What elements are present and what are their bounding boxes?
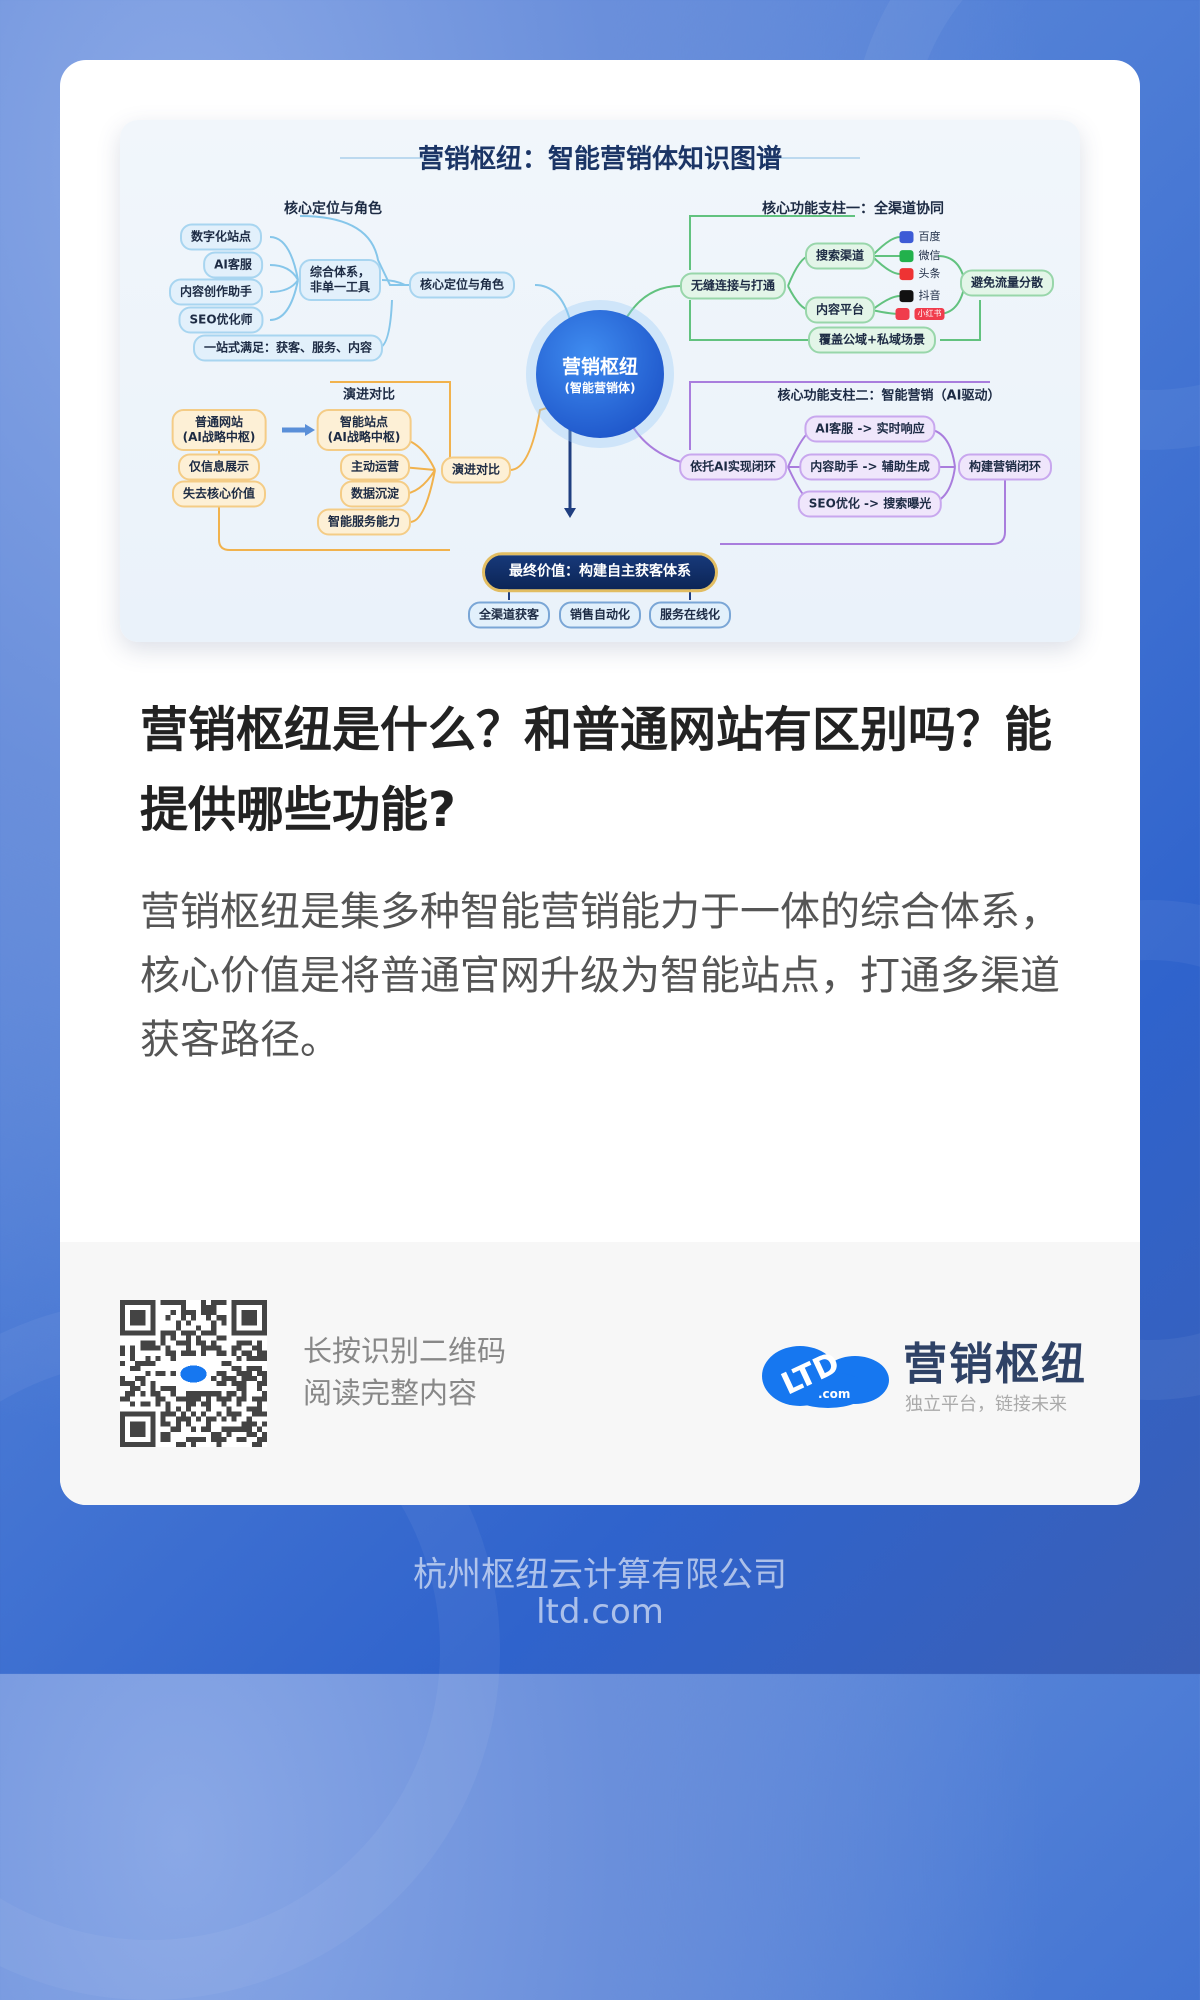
ltd-cloud-logo: LTD .com xyxy=(762,1346,889,1408)
article-title[interactable]: 营销枢纽是什么？和普通网站有区别吗？能提供哪些功能? xyxy=(140,702,1053,838)
search-channel-node: 搜索渠道 xyxy=(804,242,876,270)
qr-hint-line2: 阅读完整内容 xyxy=(303,1376,478,1410)
footer: 长按识别二维码 阅读完整内容 LTD .com 营销枢纽 独立平台，链接未来 xyxy=(60,1242,1140,1505)
xiaohongshu-icon xyxy=(895,308,910,320)
platform-label: 头条 xyxy=(918,267,941,281)
platform-label: 小红书 xyxy=(914,308,945,320)
qr-hint: 长按识别二维码 阅读完整内容 xyxy=(303,1330,506,1414)
one-stop-node: 一站式满足：获客、服务、内容 xyxy=(192,334,384,362)
positioning-heading: 核心定位与角色 xyxy=(284,201,382,217)
pillar2-node: 依托AI实现闭环 xyxy=(679,453,787,481)
brand-name: 营销枢纽 xyxy=(903,1339,1087,1390)
qr-hint-line1: 长按识别二维码 xyxy=(303,1334,507,1368)
company-domain[interactable]: ltd.com xyxy=(536,1592,664,1632)
company-name: 杭州枢纽云计算有限公司 xyxy=(413,1555,787,1595)
article-card[interactable]: 营销枢纽：智能营销体知识图谱 营销枢纽 (智能营销体) 核心定位与角色 数字化站… xyxy=(60,60,1140,1505)
pillar1-heading: 核心功能支柱一：全渠道协同 xyxy=(762,201,944,217)
center-node: 营销枢纽 (智能营销体) xyxy=(536,310,664,438)
douyin-icon xyxy=(899,290,914,302)
platform-douyin: 抖音 xyxy=(899,289,941,303)
cover-scenes-node: 覆盖公域+私域场景 xyxy=(807,326,937,354)
final-item-node: 全渠道获客 xyxy=(467,601,551,629)
final-item-node: 服务在线化 xyxy=(648,601,732,629)
platform-toutiao: 头条 xyxy=(899,267,941,281)
platform-label: 微信 xyxy=(918,249,941,263)
mindmap-title: 营销枢纽：智能营销体知识图谱 xyxy=(417,144,783,175)
center-title: 营销枢纽 xyxy=(561,356,638,378)
platform-label: 抖音 xyxy=(918,289,941,303)
role-node: AI客服 xyxy=(203,251,263,279)
evolution-node: 演进对比 xyxy=(440,456,512,484)
marketing-loop-node: 构建营销闭环 xyxy=(957,453,1053,481)
final-value-node: 最终价值：构建自主获客体系 xyxy=(482,552,718,592)
platform-label: 百度 xyxy=(918,230,941,244)
toutiao-icon xyxy=(899,268,914,280)
new-item-node: 数据沉淀 xyxy=(339,480,411,508)
platform-baidu: 百度 xyxy=(899,230,941,244)
role-node: SEO优化师 xyxy=(178,306,264,334)
new-item-node: 主动运营 xyxy=(339,453,411,481)
platform-xiaohongshu: 小红书 xyxy=(895,308,945,320)
final-item-node: 销售自动化 xyxy=(558,601,642,629)
ai-item-node: AI客服 -> 实时响应 xyxy=(804,415,936,443)
old-website-node: 普通网站 (AI战略中枢) xyxy=(171,409,267,451)
baidu-icon xyxy=(899,231,914,243)
role-node: 数字化站点 xyxy=(179,223,263,251)
system-node: 综合体系， 非单一工具 xyxy=(298,259,382,301)
old-item-node: 仅信息展示 xyxy=(177,453,261,481)
old-item-node: 失去核心价值 xyxy=(171,480,267,508)
qr-code[interactable] xyxy=(120,1300,267,1447)
avoid-dispersion-node: 避免流量分散 xyxy=(959,269,1055,297)
new-item-node: 智能服务能力 xyxy=(316,508,412,536)
ai-item-node: SEO优化 -> 搜索曝光 xyxy=(797,490,943,518)
mindmap-image: 营销枢纽：智能营销体知识图谱 营销枢纽 (智能营销体) 核心定位与角色 数字化站… xyxy=(120,120,1080,642)
smart-site-node: 智能站点 (AI战略中枢) xyxy=(316,409,412,451)
content-platform-node: 内容平台 xyxy=(804,296,876,324)
ai-item-node: 内容助手 -> 辅助生成 xyxy=(799,453,941,481)
pillar2-heading: 核心功能支柱二：智能营销（AI驱动） xyxy=(777,388,1001,404)
platform-wechat: 微信 xyxy=(899,249,941,263)
positioning-node: 核心定位与角色 xyxy=(408,271,516,299)
article-summary: 营销枢纽是集多种智能营销能力于一体的综合体系，核心价值是将普通官网升级为智能站点… xyxy=(140,889,1060,1063)
pillar1-node: 无缝连接与打通 xyxy=(679,272,787,300)
role-node: 内容创作助手 xyxy=(168,278,264,306)
wechat-icon xyxy=(899,250,914,262)
center-subtitle: (智能营销体) xyxy=(564,381,636,395)
evolution-heading: 演进对比 xyxy=(342,387,396,403)
brand-slogan: 独立平台，链接未来 xyxy=(905,1394,1067,1415)
svg-text:.com: .com xyxy=(818,1387,850,1401)
